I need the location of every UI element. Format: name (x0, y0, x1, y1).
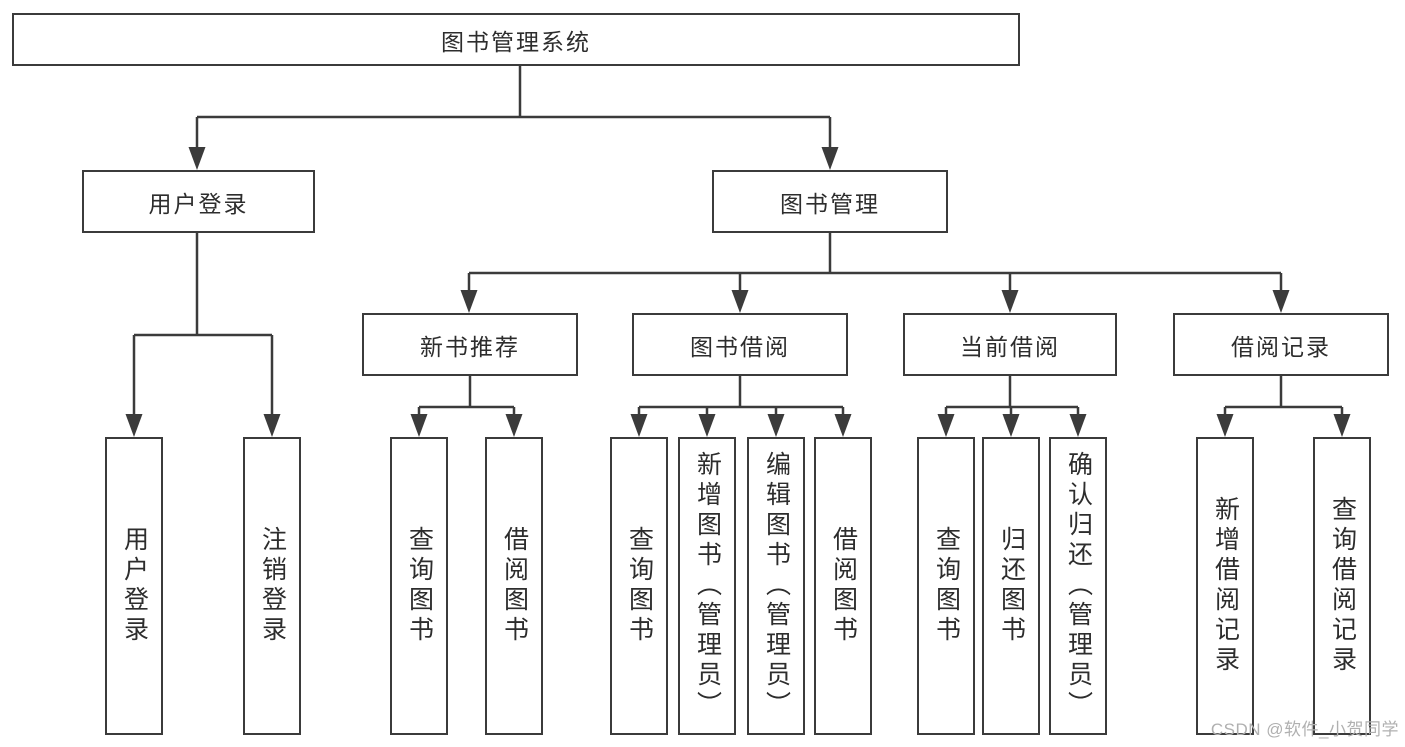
node-current-borrowing-label: 当前借阅 (960, 333, 1060, 360)
leaf-add-book-admin-label: 新增图书（管理员） (693, 451, 722, 721)
leaf-logout: 注销登录 (243, 437, 301, 735)
leaf-query-books-recommend-label: 查询图书 (405, 526, 434, 646)
leaf-confirm-return-admin-label: 确认归还（管理员） (1064, 451, 1093, 721)
leaf-query-books-current: 查询图书 (917, 437, 975, 735)
leaf-user-login: 用户登录 (105, 437, 163, 735)
leaf-borrow-books-recommend-label: 借阅图书 (500, 526, 529, 646)
node-system-root-label: 图书管理系统 (441, 28, 591, 55)
node-borrow-records: 借阅记录 (1173, 313, 1389, 376)
node-new-book-recommend: 新书推荐 (362, 313, 578, 376)
leaf-add-borrow-record-label: 新增借阅记录 (1211, 496, 1240, 676)
node-book-borrowing-label: 图书借阅 (690, 333, 790, 360)
leaf-query-books-borrowing: 查询图书 (610, 437, 668, 735)
leaf-borrow-books-recommend: 借阅图书 (485, 437, 543, 735)
leaf-query-books-borrowing-label: 查询图书 (625, 526, 654, 646)
leaf-edit-book-admin: 编辑图书（管理员） (747, 437, 805, 735)
leaf-query-books-current-label: 查询图书 (932, 526, 961, 646)
watermark-text: CSDN @软件_小贺同学 (1210, 720, 1399, 739)
leaf-query-borrow-record: 查询借阅记录 (1313, 437, 1371, 735)
leaf-confirm-return-admin: 确认归还（管理员） (1049, 437, 1107, 735)
node-borrow-records-label: 借阅记录 (1231, 333, 1331, 360)
leaf-borrow-books-borrowing-label: 借阅图书 (829, 526, 858, 646)
leaf-return-books: 归还图书 (982, 437, 1040, 735)
node-book-borrowing: 图书借阅 (632, 313, 848, 376)
leaf-add-borrow-record: 新增借阅记录 (1196, 437, 1254, 735)
leaf-add-book-admin: 新增图书（管理员） (678, 437, 736, 735)
leaf-query-books-recommend: 查询图书 (390, 437, 448, 735)
leaf-user-login-label: 用户登录 (120, 526, 149, 646)
leaf-return-books-label: 归还图书 (997, 526, 1026, 646)
leaf-logout-label: 注销登录 (258, 526, 287, 646)
leaf-edit-book-admin-label: 编辑图书（管理员） (762, 451, 791, 721)
node-user-login-label: 用户登录 (148, 190, 249, 217)
node-current-borrowing: 当前借阅 (903, 313, 1117, 376)
leaf-query-borrow-record-label: 查询借阅记录 (1328, 496, 1357, 676)
connector-paths (132, 66, 1344, 432)
node-system-root: 图书管理系统 (12, 13, 1020, 66)
node-user-login: 用户登录 (82, 170, 315, 233)
node-book-management-label: 图书管理 (780, 190, 880, 217)
leaf-borrow-books-borrowing: 借阅图书 (814, 437, 872, 735)
node-new-book-recommend-label: 新书推荐 (420, 333, 520, 360)
node-book-management: 图书管理 (712, 170, 948, 233)
